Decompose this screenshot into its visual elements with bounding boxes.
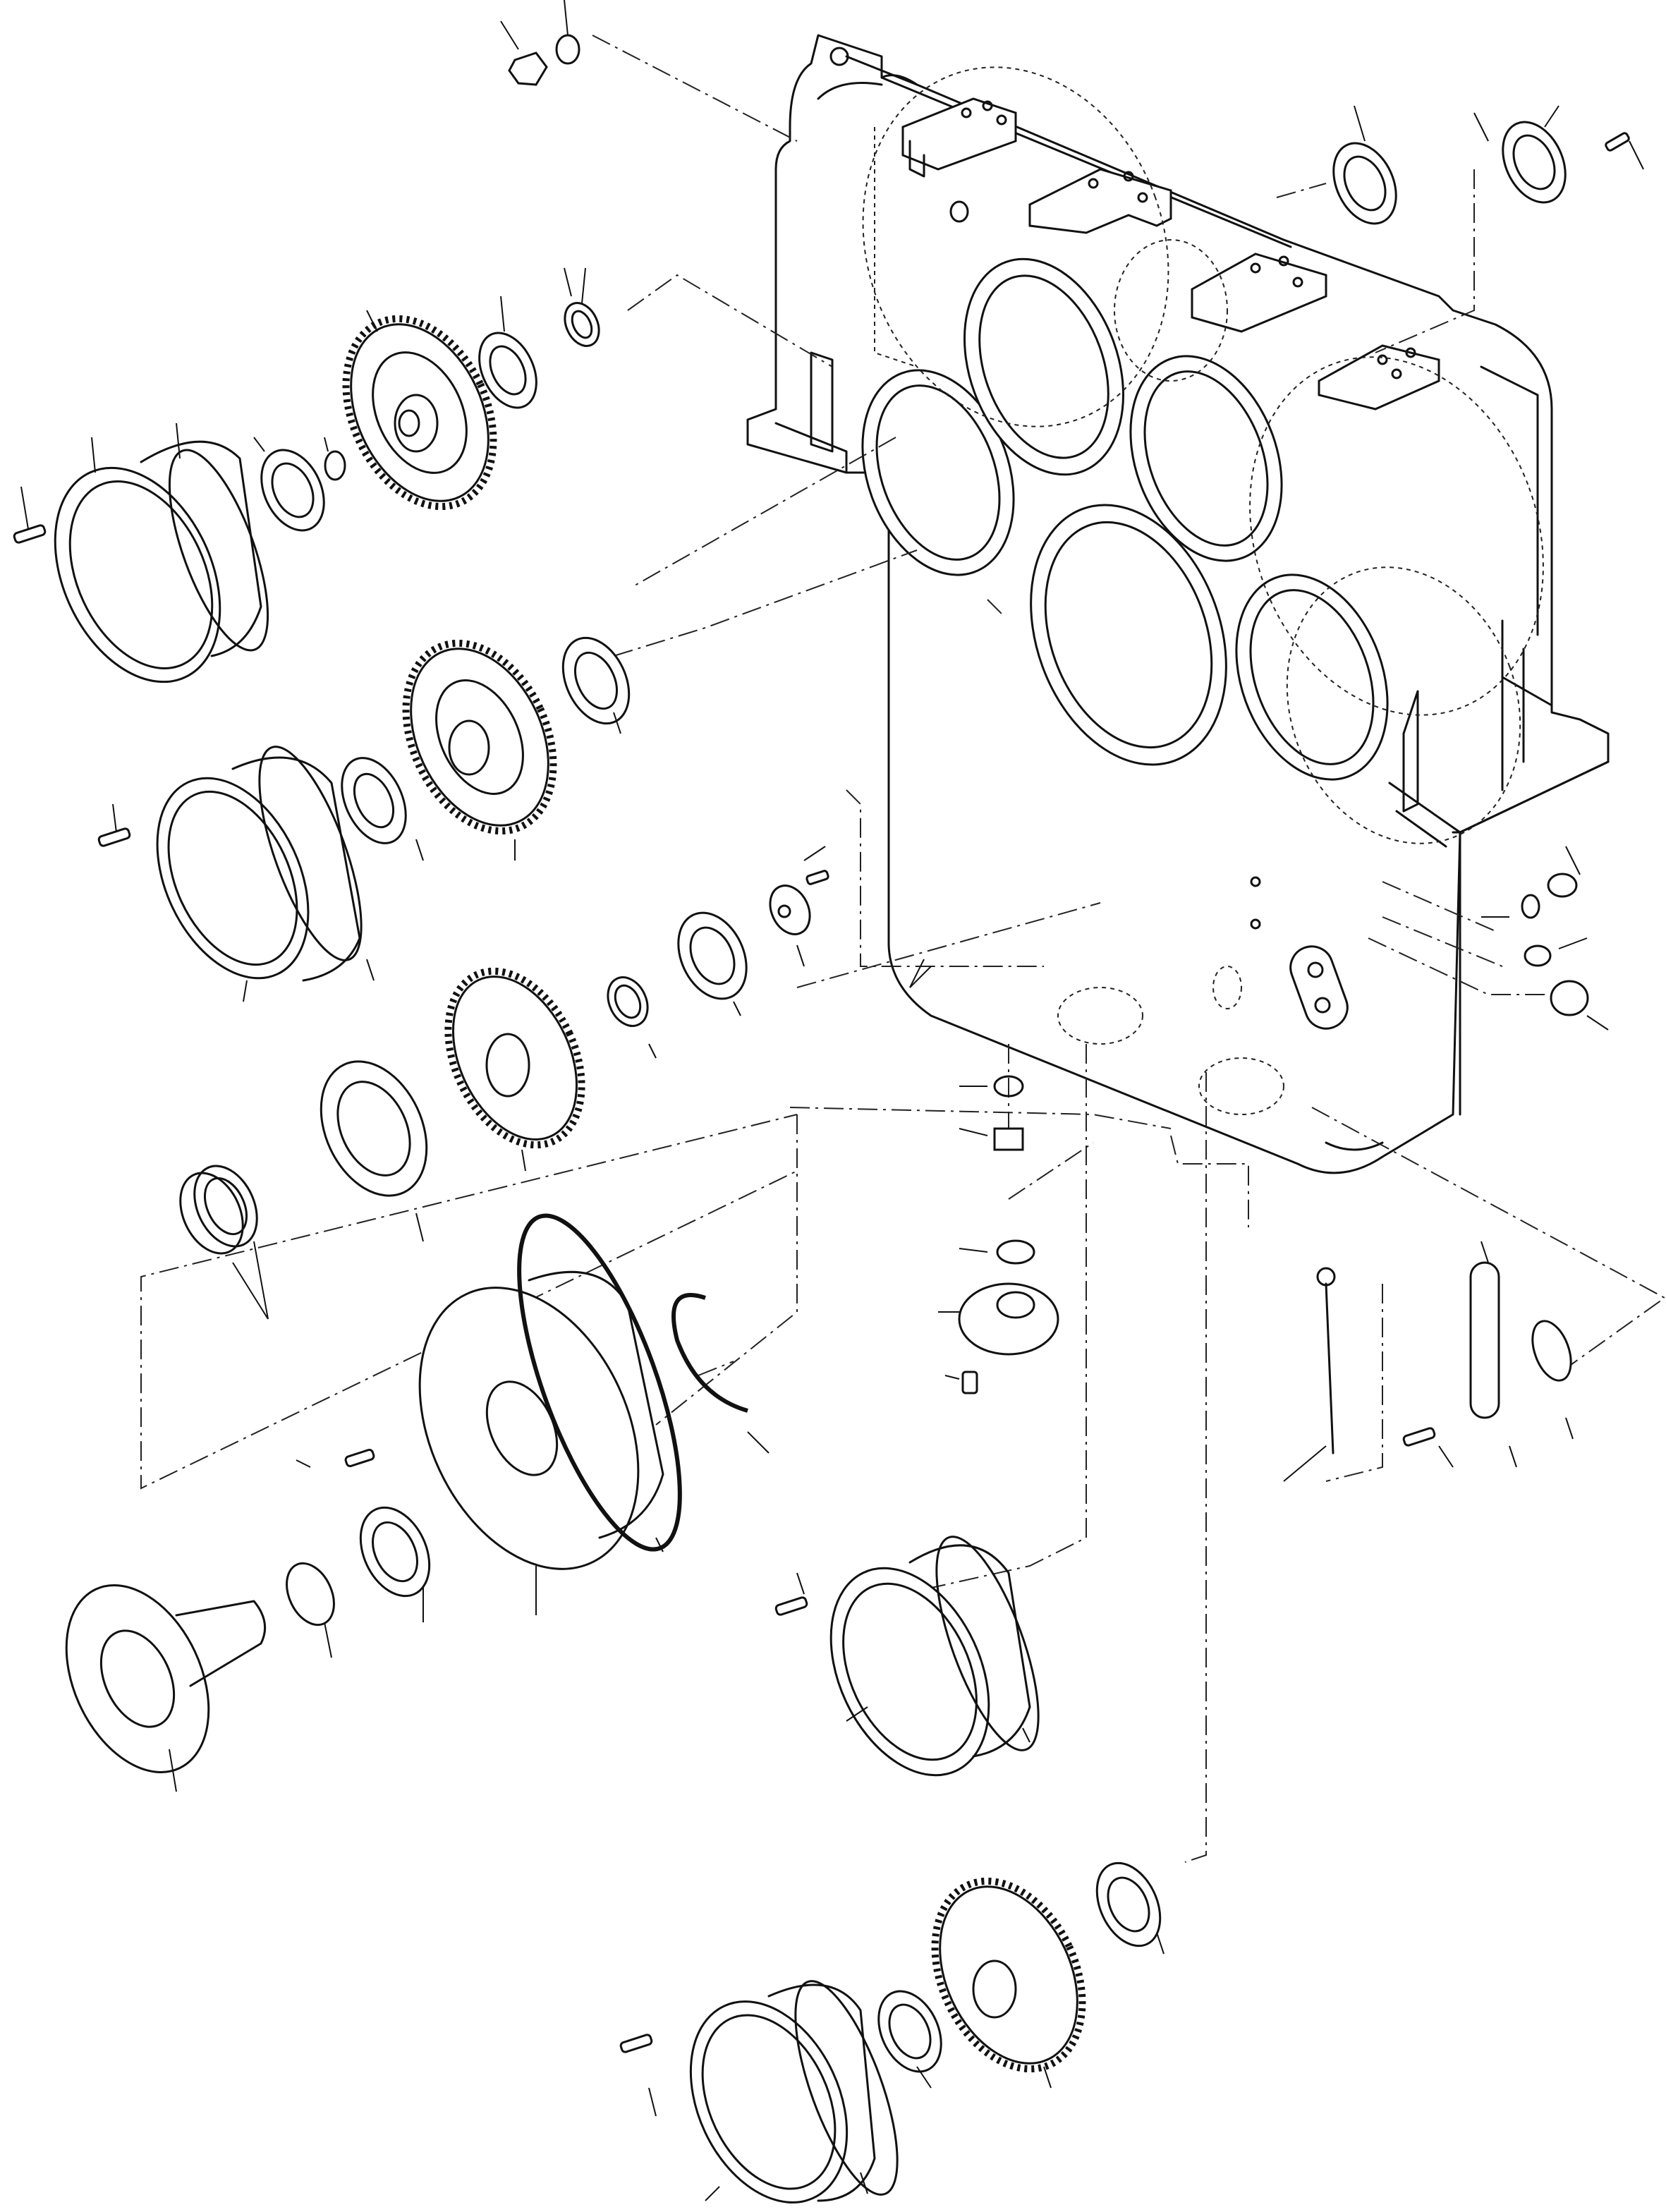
lower-cover-assembly [774, 1536, 1040, 1777]
shaft-assembly-3 [179, 870, 829, 1255]
assembly-center-lines [140, 35, 1666, 1863]
gearbox-housing [746, 34, 1610, 1174]
leader-lines [20, 0, 1644, 2201]
shaft-assembly-1 [13, 302, 600, 683]
shaft-assembly-bottom [619, 1861, 1162, 2204]
fasteners-and-fittings [508, 34, 1630, 1454]
output-cover-assembly [65, 1213, 748, 1773]
shaft-assembly-2 [97, 636, 631, 982]
